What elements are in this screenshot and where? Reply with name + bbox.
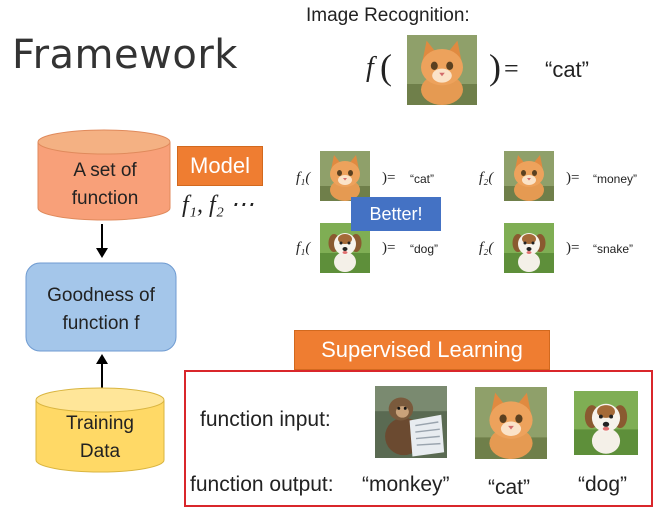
flow-diagram [25,129,177,473]
arrow-down-icon [96,224,108,258]
training-line2: Data [79,441,121,462]
row1-f1-close: )= [382,170,396,186]
supervised-examples-box [184,370,653,507]
goodness-box [25,262,177,352]
recognition-paren-close: ) [489,47,501,87]
set-of-function-label: A set of function [40,155,170,215]
recognition-result: “cat” [545,57,589,82]
training-line1: Training [66,413,134,434]
recognition-function-symbol: f [366,52,374,83]
model-functions: f₁, f₂ ⋯ [182,192,255,218]
page-title: Framework [12,32,238,78]
supervised-learning-label: Supervised Learning [294,330,550,370]
output-monkey: “monkey” [362,473,450,496]
recognition-cat-image [398,35,486,105]
function-input-label: function input: [200,408,331,431]
image-recognition-heading: Image Recognition: [306,5,470,26]
input-dog-image [574,381,638,465]
row2-f2-close: )= [566,240,580,256]
output-dog: “dog” [578,473,628,496]
set-of-function-line1: A set of [73,160,137,181]
row1-f2-close: )= [566,170,580,186]
row2-f2-dog-image [504,220,554,276]
row1-cat-image [320,148,370,204]
row1-f1-result: “cat” [410,172,434,186]
row2-f1-result: “dog” [410,242,439,256]
goodness-line2: function f [62,313,140,334]
row2-f1-label: f₁( [296,240,311,256]
training-data-cylinder [35,387,165,473]
row1-f2-label: f₂( [479,170,494,186]
row1-f2-cat-image [504,148,554,204]
row2-f2-label: f₂( [479,240,494,256]
input-cat-image [475,381,547,465]
output-cat: “cat” [488,476,530,499]
recognition-equals: = [504,54,519,83]
model-label-box: Model [177,146,263,186]
set-of-function-cylinder [37,129,171,221]
row2-f2-result: “snake” [593,242,634,256]
input-monkey-image [375,381,447,463]
training-data-label: Training Data [36,408,164,468]
goodness-line1: Goodness of [47,285,155,306]
goodness-label: Goodness of function f [26,280,176,340]
arrow-up-icon [96,354,108,390]
row1-f2-result: “money” [593,172,638,186]
row2-f1-close: )= [382,240,396,256]
recognition-paren-open: ( [380,47,392,87]
function-output-label: function output: [190,473,334,496]
better-badge: Better! [351,197,441,231]
set-of-function-line2: function [71,188,139,209]
row1-f1-label: f₁( [296,170,311,186]
